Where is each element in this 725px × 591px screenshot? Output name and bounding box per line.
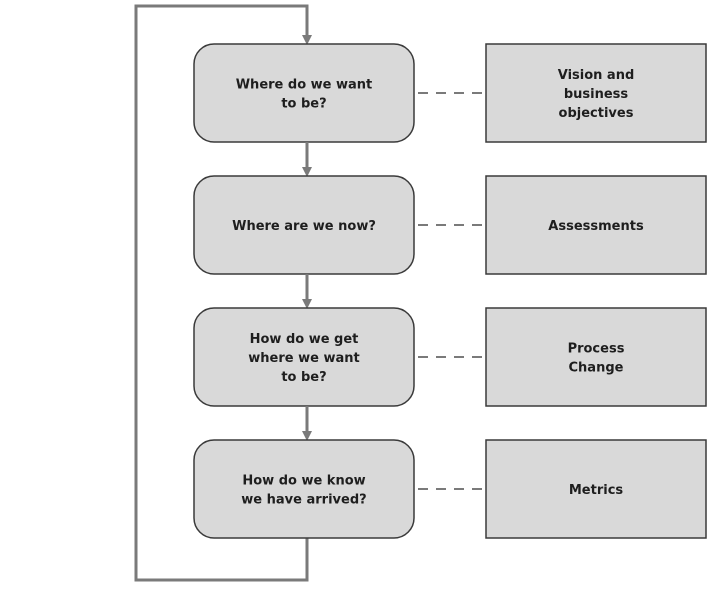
answer-text-line: objectives bbox=[559, 106, 634, 121]
answer-box bbox=[485, 307, 707, 407]
answer-text-line: Change bbox=[569, 361, 624, 376]
answer-text-line: Metrics bbox=[569, 483, 624, 498]
question-text-line: where we want bbox=[248, 351, 359, 366]
question-box bbox=[193, 307, 415, 407]
question-text: Where do we want to be? bbox=[236, 78, 373, 112]
answer-box bbox=[485, 43, 707, 143]
question-box bbox=[193, 43, 415, 143]
answer-text: Assessments bbox=[548, 219, 644, 234]
answer-box bbox=[485, 175, 707, 275]
question-box bbox=[193, 175, 415, 275]
question-text-line: we have arrived? bbox=[241, 493, 366, 508]
question-text-line: How do we get bbox=[250, 332, 359, 347]
question-text-line: Where are we now? bbox=[232, 219, 376, 234]
question-box bbox=[193, 439, 415, 539]
answer-text: Vision and business objectives bbox=[558, 68, 635, 121]
answer-text-line: business bbox=[564, 87, 629, 102]
answer-text: Metrics bbox=[569, 483, 624, 498]
answer-text-line: Assessments bbox=[548, 219, 644, 234]
question-text: How do we get where we want to be? bbox=[248, 332, 359, 385]
answer-text-line: Vision and bbox=[558, 68, 635, 83]
question-text: Where are we now? bbox=[232, 219, 376, 234]
answer-text-line: Process bbox=[568, 342, 625, 357]
question-text-line: to be? bbox=[281, 97, 326, 112]
question-text-line: to be? bbox=[281, 370, 326, 385]
question-text: How do we know we have arrived? bbox=[241, 474, 366, 508]
question-text-line: Where do we want bbox=[236, 78, 373, 93]
answer-box bbox=[485, 439, 707, 539]
feedback-loop-connector bbox=[134, 4, 312, 582]
question-text-line: How do we know bbox=[242, 474, 365, 489]
